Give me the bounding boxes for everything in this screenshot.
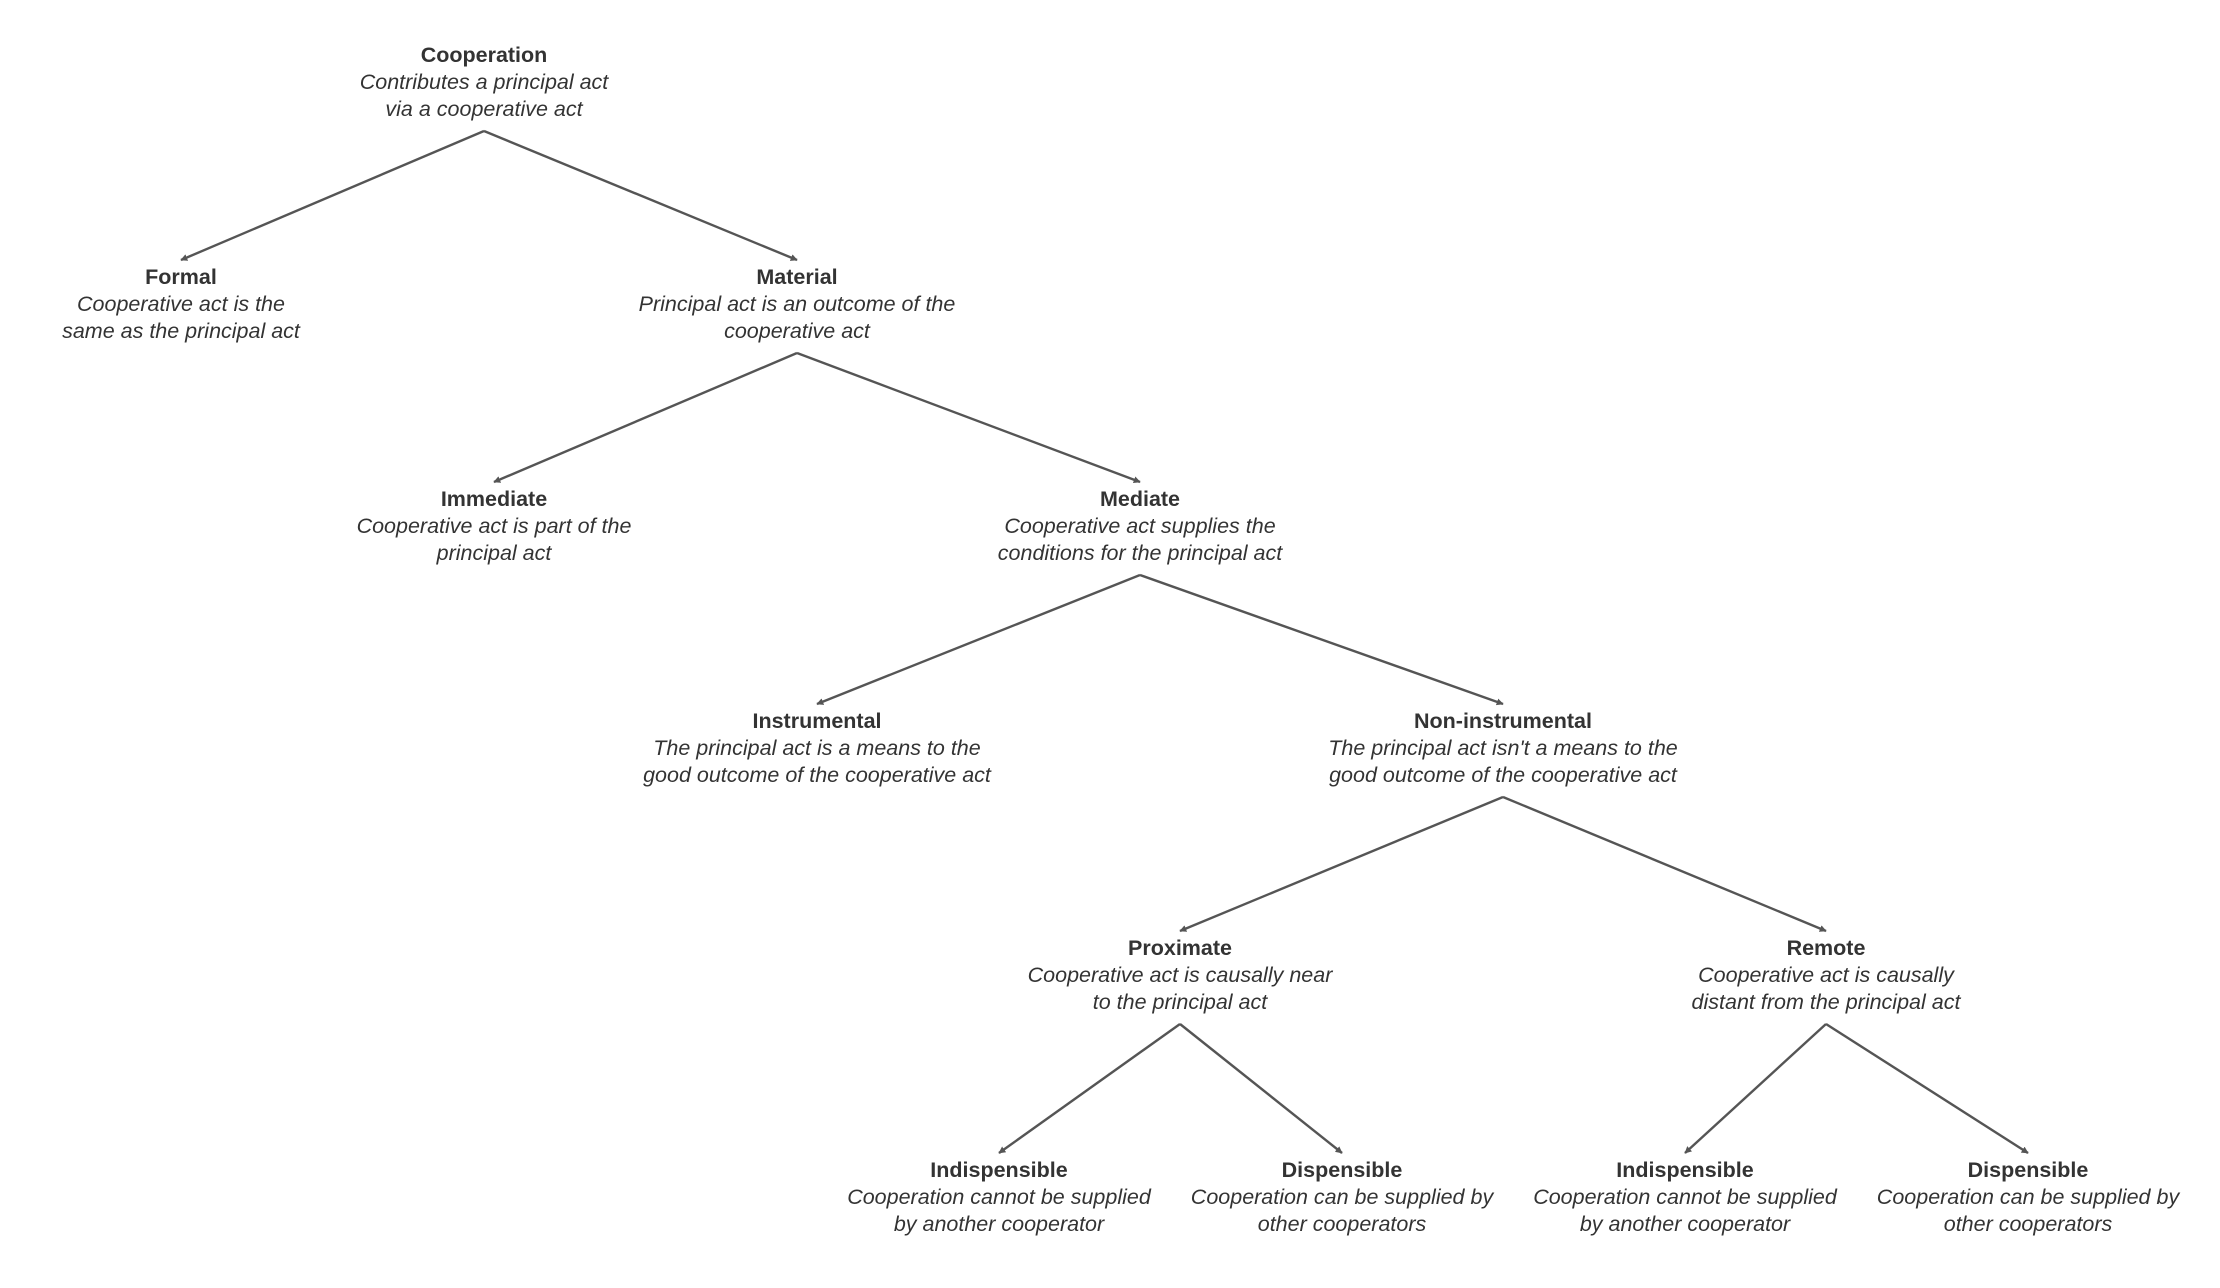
node-proximate-indispensible: Indispensible Cooperation cannot be supp… [847,1157,1151,1238]
node-description: Cooperative act is part of the [356,514,632,538]
node-description: Cooperation cannot be supplied [847,1185,1151,1209]
edge-cooperation-to-material [483,129,798,262]
node-description: cooperative act [724,319,870,343]
edge-mediate-to-instrumental [816,573,1141,706]
edge-remote-to-remote_indispensible [1684,1023,1827,1154]
node-title: Dispensible [1967,1158,2089,1182]
node-description: other cooperators [1943,1212,2113,1236]
edge-proximate-to-proximate_indispensible [998,1023,1181,1154]
node-description: Cooperation can be supplied by [1190,1185,1494,1209]
node-description: to the principal act [1092,990,1268,1014]
node-title: Material [756,265,838,289]
node-description: other cooperators [1257,1212,1427,1236]
node-title: Proximate [1128,936,1232,960]
node-description: Cooperative act supplies the [1004,514,1276,538]
node-description: The principal act isn't a means to the [1328,736,1678,760]
node-proximate: Proximate Cooperative act is causally ne… [1028,935,1333,1016]
edge-mediate-to-non_instrumental [1139,573,1504,706]
node-title: Immediate [440,487,548,511]
edge-material-to-mediate [796,351,1141,484]
node-description: Principal act is an outcome of the [638,292,956,316]
node-description: Cooperative act is causally near [1027,963,1333,987]
node-title: Remote [1786,936,1866,960]
node-title: Dispensible [1281,1158,1403,1182]
node-proximate-dispensible: Dispensible Cooperation can be supplied … [1191,1157,1493,1238]
node-remote-dispensible: Dispensible Cooperation can be supplied … [1877,1157,2179,1238]
node-title: Formal [145,265,217,289]
node-description: via a cooperative act [385,97,583,121]
node-description: Cooperative act is causally [1698,963,1954,987]
edge-non_instrumental-to-remote [1502,795,1827,933]
node-description: Cooperation can be supplied by [1876,1185,2180,1209]
node-mediate: Mediate Cooperative act supplies the con… [998,486,1282,567]
edge-proximate-to-proximate_dispensible [1179,1023,1343,1154]
node-description: good outcome of the cooperative act [1329,763,1677,787]
node-instrumental: Instrumental The principal act is a mean… [643,708,991,789]
node-description: distant from the principal act [1691,990,1961,1014]
node-title: Cooperation [420,43,548,67]
node-description: conditions for the principal act [997,541,1283,565]
node-description: Cooperative act is the [77,292,285,316]
edge-cooperation-to-formal [180,129,485,262]
node-title: Mediate [1099,487,1181,511]
node-description: principal act [436,541,552,565]
node-title: Instrumental [752,709,882,733]
node-title: Indispensible [1616,1158,1754,1182]
node-description: good outcome of the cooperative act [643,763,991,787]
node-description: Contributes a principal act [359,70,609,94]
node-remote: Remote Cooperative act is causally dista… [1692,935,1961,1016]
node-title: Indispensible [930,1158,1068,1182]
node-remote-indispensible: Indispensible Cooperation cannot be supp… [1533,1157,1837,1238]
node-non-instrumental: Non-instrumental The principal act isn't… [1328,708,1677,789]
node-cooperation: Cooperation Contributes a principal act … [360,42,609,123]
edge-remote-to-remote_dispensible [1825,1022,2029,1155]
node-immediate: Immediate Cooperative act is part of the… [357,486,632,567]
node-title: Non-instrumental [1414,709,1592,733]
node-description: by another cooperator [893,1212,1105,1236]
node-formal: Formal Cooperative act is the same as th… [62,264,300,345]
node-description: same as the principal act [62,319,300,343]
edge-material-to-immediate [493,351,798,484]
node-description: by another cooperator [1579,1212,1791,1236]
edge-non_instrumental-to-proximate [1179,795,1504,933]
node-description: The principal act is a means to the [653,736,981,760]
node-material: Material Principal act is an outcome of … [639,264,956,345]
node-description: Cooperation cannot be supplied [1533,1185,1837,1209]
